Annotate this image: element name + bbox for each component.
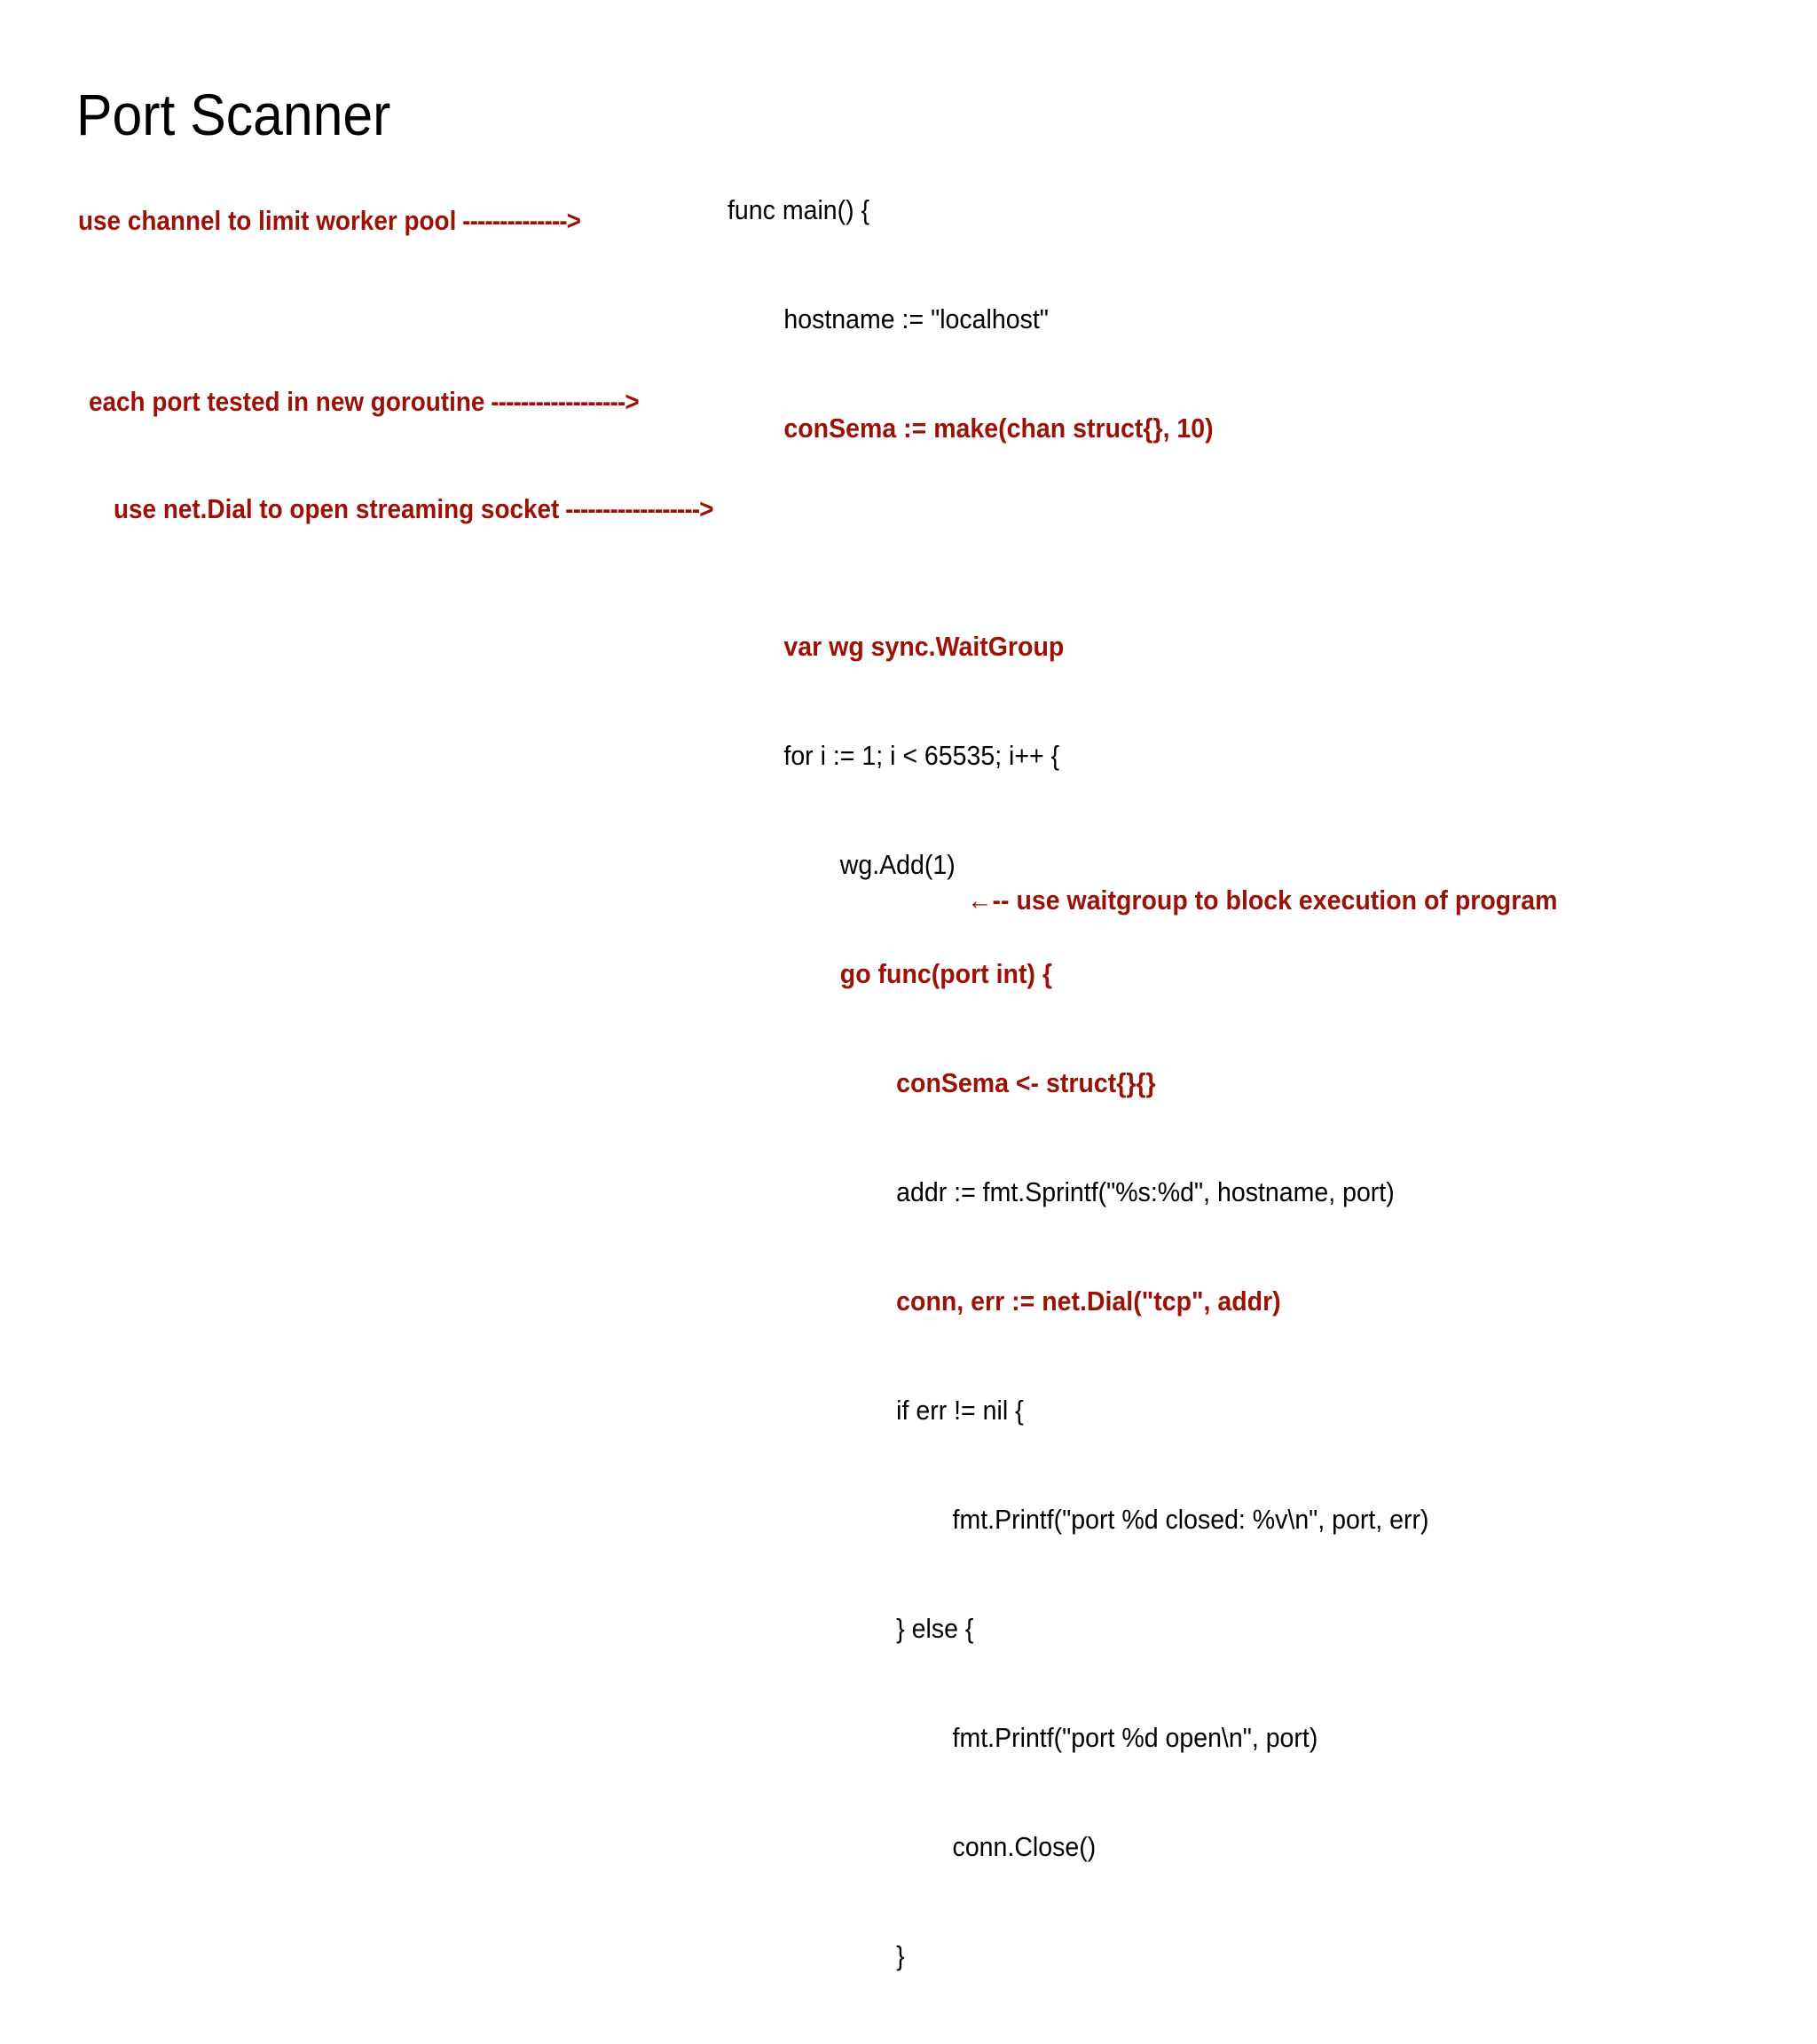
code-listing: func main() { hostname := "localhost" co… [728, 119, 1429, 2044]
code-line: conSema <- struct{}{} [728, 1067, 1156, 1098]
code-line: func main() { [728, 194, 870, 225]
dashed-arrow-icon: --------------> [456, 205, 581, 236]
annotation-waitgroup-label: -- use waitgroup to block execution of p… [992, 884, 1558, 916]
code-line: fmt.Printf("port %d closed: %v\n", port,… [728, 1504, 1429, 1535]
code-line: } else { [728, 1613, 974, 1644]
annotation-netdial-label: use net.Dial to open streaming socket [114, 493, 560, 524]
code-line: for i := 1; i < 65535; i++ { [728, 740, 1060, 771]
code-line [728, 519, 1429, 555]
code-line: if err != nil { [728, 1395, 1024, 1426]
annotation-goroutine: each port tested in new goroutine ------… [89, 383, 640, 420]
code-line: } [728, 1940, 905, 1971]
code-line: conn.Close() [728, 1831, 1097, 1862]
annotation-channel: use channel to limit worker pool -------… [78, 202, 581, 239]
dashed-arrow-icon: ------------------> [559, 493, 713, 524]
code-line: var wg sync.WaitGroup [728, 631, 1065, 662]
code-line: addr := fmt.Sprintf("%s:%d", hostname, p… [728, 1176, 1395, 1207]
code-line: fmt.Printf("port %d open\n", port) [728, 1722, 1318, 1753]
annotation-goroutine-label: each port tested in new goroutine [89, 386, 485, 417]
code-line: hostname := "localhost" [728, 303, 1049, 334]
code-line: conSema := make(chan struct{}, 10) [728, 413, 1214, 444]
code-line: wg.Add(1) [728, 849, 956, 880]
annotation-channel-label: use channel to limit worker pool [78, 205, 457, 236]
annotation-netdial: use net.Dial to open streaming socket --… [114, 491, 714, 527]
left-arrow-icon: ← [967, 884, 993, 916]
page-title: Port Scanner [76, 82, 391, 147]
code-line: go func(port int) { [728, 958, 1052, 989]
code-line: conn, err := net.Dial("tcp", addr) [728, 1285, 1281, 1317]
annotation-waitgroup: ←-- use waitgroup to block execution of … [967, 882, 1558, 918]
dashed-arrow-icon: ------------------> [484, 386, 639, 417]
